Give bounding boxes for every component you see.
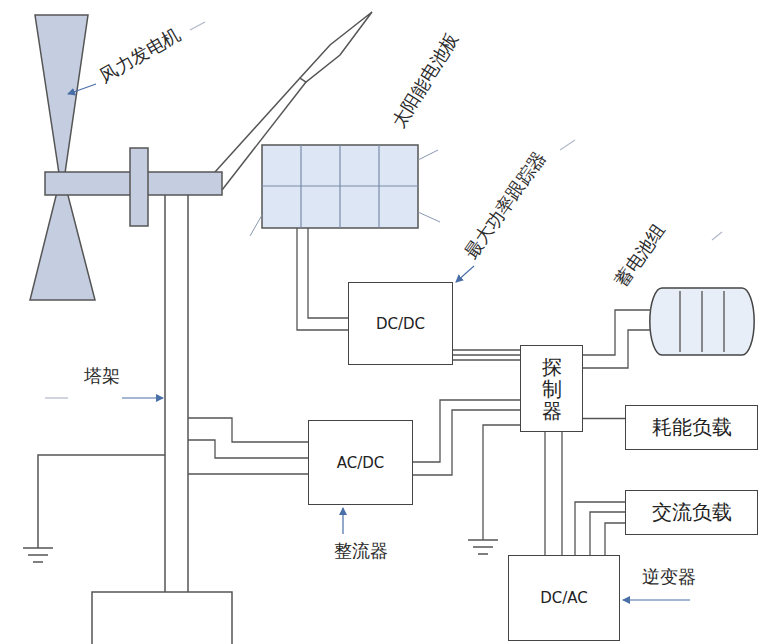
- decor-dash: [712, 232, 722, 240]
- tower-base: [92, 592, 232, 644]
- decor-dash: [190, 22, 205, 30]
- battery-bank: [650, 288, 754, 355]
- panel-tick: [250, 215, 262, 236]
- generator-wire: [188, 440, 308, 458]
- box-text: DC/DC: [376, 315, 425, 333]
- ground-symbol: [468, 539, 498, 541]
- hub-disc: [130, 148, 148, 226]
- solar-panel: [262, 145, 418, 228]
- battery-cell: [701, 291, 702, 352]
- ground-symbol: [33, 561, 43, 563]
- part-label: 逆变器: [642, 566, 696, 588]
- part-label: 太阳能电池板: [387, 28, 463, 131]
- wire-connector: [545, 432, 562, 555]
- battery-cell: [723, 291, 724, 352]
- battery-wire: [583, 310, 651, 355]
- load-box: 耗能负载: [625, 405, 758, 450]
- box-text: AC/DC: [337, 454, 385, 472]
- panel-tick: [418, 150, 438, 160]
- part-label: 整流器: [334, 540, 352, 562]
- converter-box: DC/DC: [348, 282, 453, 365]
- wire-connector: [575, 502, 625, 555]
- part-label: 风力发电机: [96, 23, 185, 87]
- leader-line: [456, 266, 474, 282]
- panel-wire: [297, 228, 348, 330]
- wire-connector: [453, 350, 520, 360]
- generator-wire: [188, 473, 308, 474]
- wire-connector: [583, 418, 625, 419]
- tower-line: [187, 195, 189, 592]
- box-text: 探制器: [542, 356, 562, 422]
- rectifier-box: AC/DC: [308, 420, 413, 505]
- ground-wire: [38, 455, 165, 548]
- box-text: 耗能负载: [652, 414, 732, 441]
- panel-wire: [308, 228, 348, 318]
- box-text: 交流负载: [652, 499, 732, 526]
- generator-wire: [188, 418, 308, 442]
- ground-wire: [483, 425, 520, 540]
- part-label: 塔架: [84, 365, 120, 387]
- tail-vane: [300, 12, 372, 82]
- leader-line: [68, 84, 96, 94]
- decor-dash: [560, 140, 575, 150]
- panel-grid: [262, 185, 418, 186]
- battery-wire: [583, 330, 651, 368]
- ground-symbol: [478, 553, 488, 555]
- ground-symbol: [28, 554, 48, 556]
- wire-connector: [413, 400, 520, 475]
- tower-line: [164, 195, 166, 592]
- part-label: 蓄电池组: [611, 219, 670, 290]
- leader-line: [342, 508, 343, 534]
- leader-line: [623, 599, 690, 600]
- inverter-box: DC/AC: [508, 555, 620, 641]
- leader-line: [122, 397, 163, 398]
- box-text: DC/AC: [540, 589, 588, 607]
- decor-dash: [45, 397, 68, 398]
- load-box: 交流负载: [625, 490, 758, 535]
- ground-symbol: [473, 546, 493, 548]
- turbine-blades: [30, 15, 95, 300]
- panel-tick: [418, 212, 440, 222]
- part-label: 最大功率跟踪器: [460, 147, 550, 263]
- controller-box: 探制器: [520, 345, 583, 432]
- ground-symbol: [23, 547, 53, 549]
- battery-cell: [679, 291, 680, 352]
